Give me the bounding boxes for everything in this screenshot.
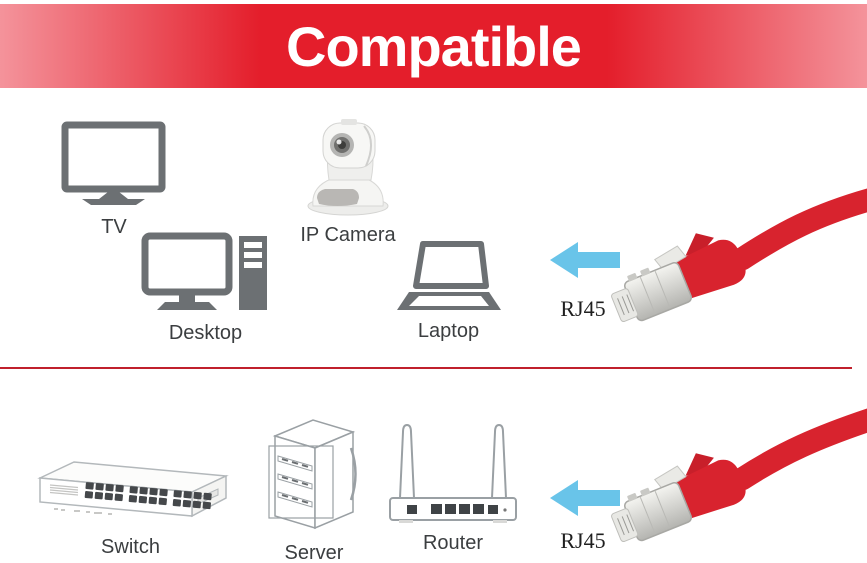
device-label: Server xyxy=(284,542,344,563)
server-icon xyxy=(268,419,357,530)
arrow-left-icon xyxy=(550,480,620,516)
device-label: Desktop xyxy=(168,322,243,344)
ip-camera-icon xyxy=(307,119,389,216)
rj45-label-bottom: RJ45 xyxy=(560,528,606,553)
device-ip-camera: IP Camera xyxy=(292,118,404,247)
rj45-label-top: RJ45 xyxy=(560,296,606,321)
banner-title: Compatible xyxy=(286,14,582,78)
device-label: Router xyxy=(422,532,484,554)
device-laptop: Laptop xyxy=(392,240,505,343)
device-desktop: Desktop xyxy=(138,232,273,345)
rj45-cable-icon-bottom xyxy=(611,408,867,543)
device-switch: Switch xyxy=(28,452,233,559)
device-label: Switch xyxy=(101,536,160,558)
tv-icon xyxy=(61,121,166,205)
section-divider xyxy=(0,367,852,369)
banner: Compatible xyxy=(0,4,867,88)
desktop-icon xyxy=(141,232,267,310)
device-label: Laptop xyxy=(417,320,480,342)
device-label: TV xyxy=(101,216,127,238)
device-label: IP Camera xyxy=(300,224,396,246)
arrow-left-icon xyxy=(550,242,620,278)
laptop-icon xyxy=(396,241,501,310)
device-router: Router xyxy=(388,420,518,555)
device-server: Server xyxy=(258,412,370,563)
switch-icon xyxy=(36,461,229,518)
rj45-cable-icon-top xyxy=(611,188,867,323)
router-icon xyxy=(389,423,517,523)
device-tv: TV xyxy=(58,120,170,239)
